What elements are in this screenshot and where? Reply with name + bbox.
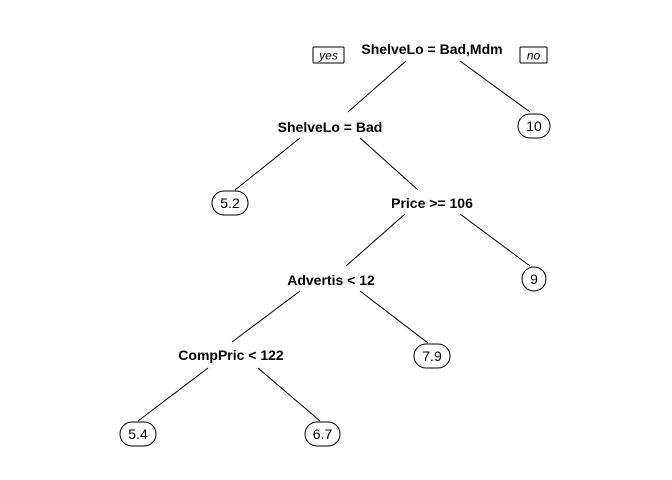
leaf-node-10-box <box>517 113 551 139</box>
split-node-advertis: Advertis < 12 <box>287 272 375 288</box>
leaf-node-5-2: 5.2 <box>211 190 249 216</box>
leaf-node-7-9-box <box>413 343 451 369</box>
split-node-comppric: CompPric < 122 <box>178 347 284 363</box>
yes-label-text: yes <box>318 49 338 63</box>
leaf-node-9-value: 9 <box>530 271 538 287</box>
leaf-node-7-9-value: 7.9 <box>422 348 442 364</box>
leaf-node-5-4: 5.4 <box>119 421 157 447</box>
leaf-node-5-2-value: 5.2 <box>220 195 240 211</box>
leaf-node-6-7: 6.7 <box>304 421 341 447</box>
no-label-box <box>519 46 548 64</box>
split-node-shelvelo-bad: ShelveLo = Bad <box>278 119 383 135</box>
edge-root-to-leaf-10 <box>459 60 531 113</box>
split-node-root: ShelveLo = Bad,Mdm <box>361 41 502 57</box>
edge-price-to-leaf-9 <box>459 213 531 267</box>
yes-label-box <box>312 46 345 64</box>
leaf-node-6-7-box <box>304 421 341 447</box>
edge-advertis-to-leaf-7-9 <box>359 290 429 344</box>
edge-shelvelo-bad-to-leaf-5-2 <box>234 137 301 191</box>
split-node-price: Price >= 106 <box>391 195 473 211</box>
leaf-node-10-value: 10 <box>526 118 542 134</box>
leaf-node-5-2-box <box>211 190 249 216</box>
edge-advertis-to-comppric <box>231 290 301 343</box>
leaf-node-9-box <box>521 266 547 292</box>
leaf-node-5-4-value: 5.4 <box>128 426 148 442</box>
no-label: no <box>519 46 548 64</box>
leaf-node-10: 10 <box>517 113 551 139</box>
no-label-text: no <box>527 49 541 63</box>
yes-label: yes <box>312 46 345 64</box>
edge-comppric-to-leaf-5-4 <box>137 367 209 422</box>
leaf-node-9: 9 <box>521 266 547 292</box>
edge-comppric-to-leaf-6-7 <box>257 367 321 422</box>
leaf-node-5-4-box <box>119 421 157 447</box>
leaf-node-6-7-value: 6.7 <box>313 426 333 442</box>
edge-shelvelo-bad-to-price <box>359 137 419 191</box>
tree-edges <box>137 60 531 422</box>
edge-root-to-shelvelo-bad <box>347 60 407 113</box>
edge-price-to-advertis <box>345 213 406 267</box>
leaf-node-7-9: 7.9 <box>413 343 451 369</box>
